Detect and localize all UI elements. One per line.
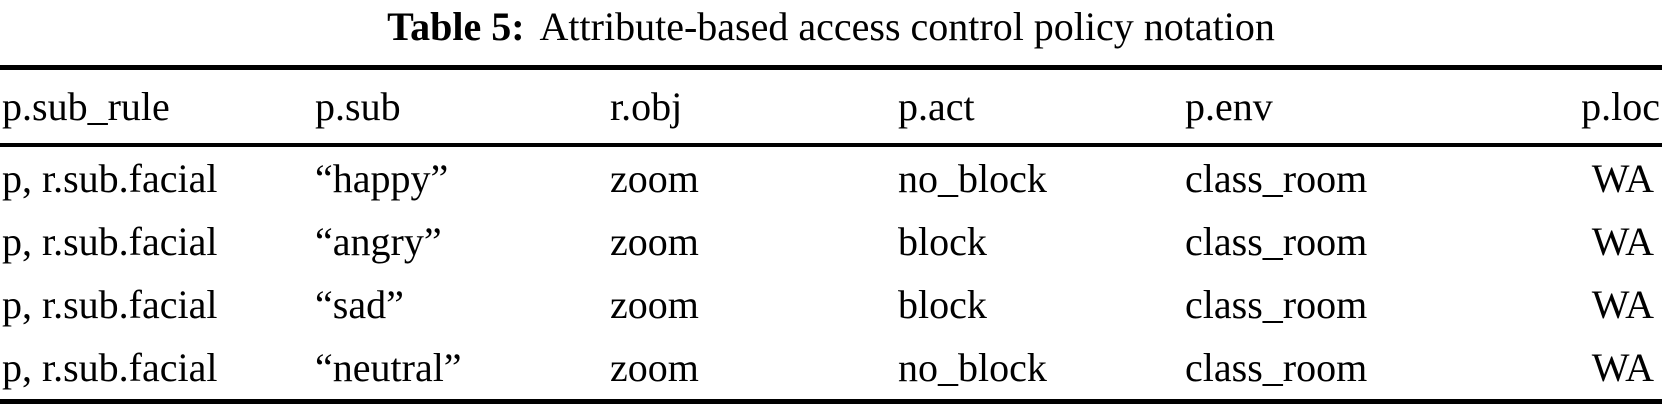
column-header-p-sub: p.sub xyxy=(315,67,610,147)
table-row: p, r.sub.facial “angry” zoom block class… xyxy=(0,210,1662,273)
cell-obj: zoom xyxy=(610,282,699,327)
table-row: p, r.sub.facial “neutral” zoom no_block … xyxy=(0,336,1662,402)
cell-act: no_block xyxy=(898,345,1047,390)
table-caption-text: Attribute-based access control policy no… xyxy=(539,4,1275,49)
column-header-p-sub-rule: p.sub_rule xyxy=(0,67,315,147)
cell-obj: zoom xyxy=(610,345,699,390)
cell-sub-rule: p, r.sub.facial xyxy=(2,345,218,390)
table-row: p, r.sub.facial “sad” zoom block class_r… xyxy=(0,273,1662,336)
cell-loc: WA xyxy=(1591,156,1654,201)
cell-obj: zoom xyxy=(610,156,699,201)
cell-env: class_room xyxy=(1185,345,1368,390)
cell-act: block xyxy=(898,282,987,327)
cell-env: class_room xyxy=(1185,219,1368,264)
table-caption-label: Table 5: xyxy=(387,4,525,49)
table-header-row: p.sub_rule p.sub r.obj p.act p.env p.loc xyxy=(0,67,1662,147)
table-row: p, r.sub.facial “happy” zoom no_block cl… xyxy=(0,145,1662,210)
cell-env: class_room xyxy=(1185,282,1368,327)
column-header-p-act: p.act xyxy=(898,67,1185,147)
cell-sub: “happy” xyxy=(315,156,449,201)
cell-loc: WA xyxy=(1591,345,1654,390)
cell-sub: “sad” xyxy=(315,282,404,327)
cell-obj: zoom xyxy=(610,219,699,264)
column-header-p-loc: p.loc xyxy=(1477,67,1662,147)
cell-sub-rule: p, r.sub.facial xyxy=(2,156,218,201)
cell-sub: “angry” xyxy=(315,219,442,264)
column-header-p-env: p.env xyxy=(1185,67,1477,147)
column-header-r-obj: r.obj xyxy=(610,67,898,147)
abac-policy-table: p.sub_rule p.sub r.obj p.act p.env p.loc… xyxy=(0,65,1662,404)
cell-sub: “neutral” xyxy=(315,345,462,390)
cell-sub-rule: p, r.sub.facial xyxy=(2,219,218,264)
table-caption: Table 5: Attribute-based access control p… xyxy=(0,0,1662,65)
cell-act: no_block xyxy=(898,156,1047,201)
cell-loc: WA xyxy=(1591,219,1654,264)
cell-loc: WA xyxy=(1591,282,1654,327)
cell-env: class_room xyxy=(1185,156,1368,201)
cell-act: block xyxy=(898,219,987,264)
cell-sub-rule: p, r.sub.facial xyxy=(2,282,218,327)
